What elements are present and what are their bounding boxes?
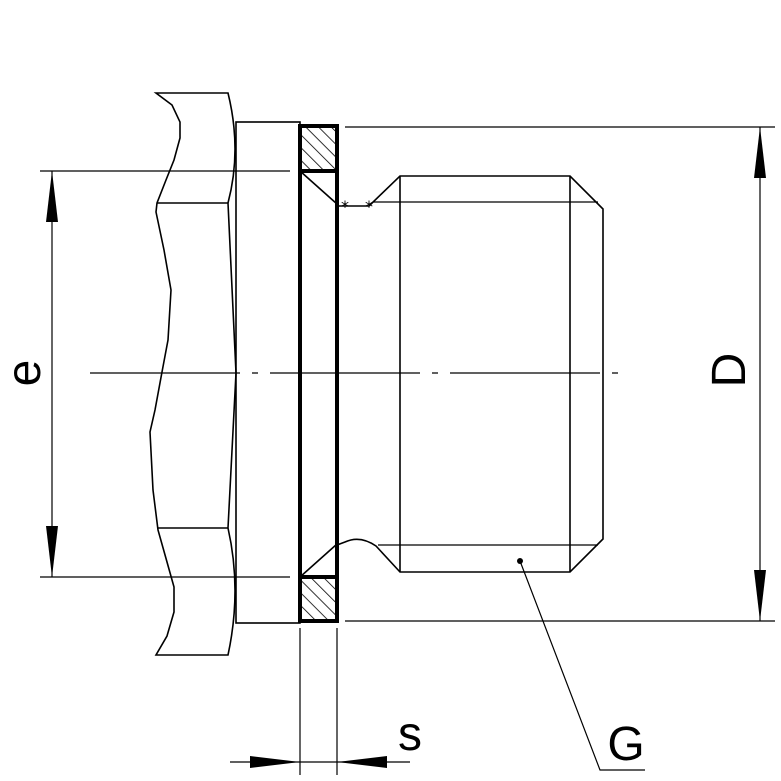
hex-nut [149,92,237,656]
washer-section-bottom [300,577,337,621]
dimension-D: D [345,126,775,622]
washer-section-top [300,126,337,171]
weld-mark-icon: * [341,197,349,216]
label-D: D [703,353,756,388]
dimension-e: e [0,170,290,578]
dimension-s: s [230,628,422,775]
weld-mark-icon: * [365,197,373,216]
label-e: e [0,360,51,387]
label-G: G [607,718,644,771]
leader-G: G [517,558,645,771]
threaded-plug: * * [336,175,604,573]
label-s: s [398,708,422,761]
